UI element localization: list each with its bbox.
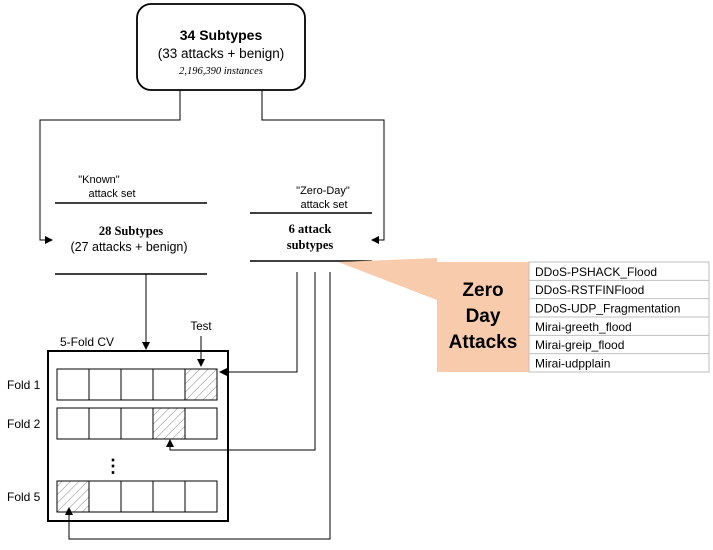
attack-list-item: DDoS-PSHACK_Flood [535, 265, 657, 279]
fold-label: Fold 5 [7, 490, 41, 504]
fold-train-cell [88, 407, 122, 440]
zero-day-title-line2: subtypes [287, 238, 334, 252]
cv-title: 5-Fold CV [60, 335, 114, 349]
fold-train-cell [56, 368, 90, 401]
known-label-line2: attack set [88, 188, 135, 200]
fold-train-cell [152, 368, 186, 401]
fold-test-cell [152, 407, 186, 440]
fold-train-cell [88, 480, 122, 513]
known-title: 28 Subtypes [99, 224, 163, 238]
fold-train-cell [184, 407, 218, 440]
fold-train-cell [120, 368, 154, 401]
fold-train-cell [120, 407, 154, 440]
fold-label: Fold 2 [7, 417, 41, 431]
attack-list-item: Mirai-udpplain [535, 357, 610, 371]
callout-line2: Day [466, 306, 501, 327]
attack-list-item: DDoS-UDP_Fragmentation [535, 302, 680, 316]
attack-list-item: Mirai-greip_flood [535, 338, 624, 352]
arrow-zero-day-to-fold5 [65, 272, 331, 540]
fold-train-cell [152, 480, 186, 513]
fold-test-cell [184, 368, 218, 401]
fold-train-cell [120, 480, 154, 513]
fold-test-cell [56, 480, 90, 513]
fold-train-cell [56, 407, 90, 440]
zero-day-label-line1: "Zero-Day" [296, 185, 350, 197]
fold-ellipsis: ⋮ [104, 456, 122, 476]
arrow-zero-day-to-fold2 [166, 272, 316, 451]
root-subtitle: (33 attacks + benign) [158, 46, 284, 61]
known-subtitle: (27 attacks + benign) [70, 240, 187, 254]
fold-rows: Fold 1 Fold 2 Fold 5 [7, 368, 218, 513]
root-title: 34 Subtypes [180, 27, 263, 43]
callout-line1: Zero [462, 280, 503, 301]
root-instances: 2,196,390 instances [179, 66, 263, 77]
fold-train-cell [88, 368, 122, 401]
arrow-to-zero-day [261, 90, 385, 244]
callout-box [437, 262, 529, 372]
fold-label: Fold 1 [7, 378, 41, 392]
root-node-box [136, 3, 306, 91]
arrow-zero-day-to-fold1 [219, 272, 298, 376]
known-label-line1: "Known" [78, 174, 120, 186]
callout-line3: Attacks [449, 332, 518, 353]
arrow-to-known [39, 90, 181, 244]
attack-list-item: DDoS-RSTFINFlood [535, 283, 644, 297]
fold-train-cell [184, 480, 218, 513]
zero-day-label-line2: attack set [300, 199, 347, 211]
zero-day-title-line1: 6 attack [289, 222, 332, 236]
attack-list-rows: DDoS-PSHACK_FloodDDoS-RSTFINFloodDDoS-UD… [529, 265, 709, 371]
attack-list-item: Mirai-greeth_flood [535, 320, 632, 334]
callout-tail [338, 258, 437, 300]
test-label: Test [190, 321, 212, 333]
